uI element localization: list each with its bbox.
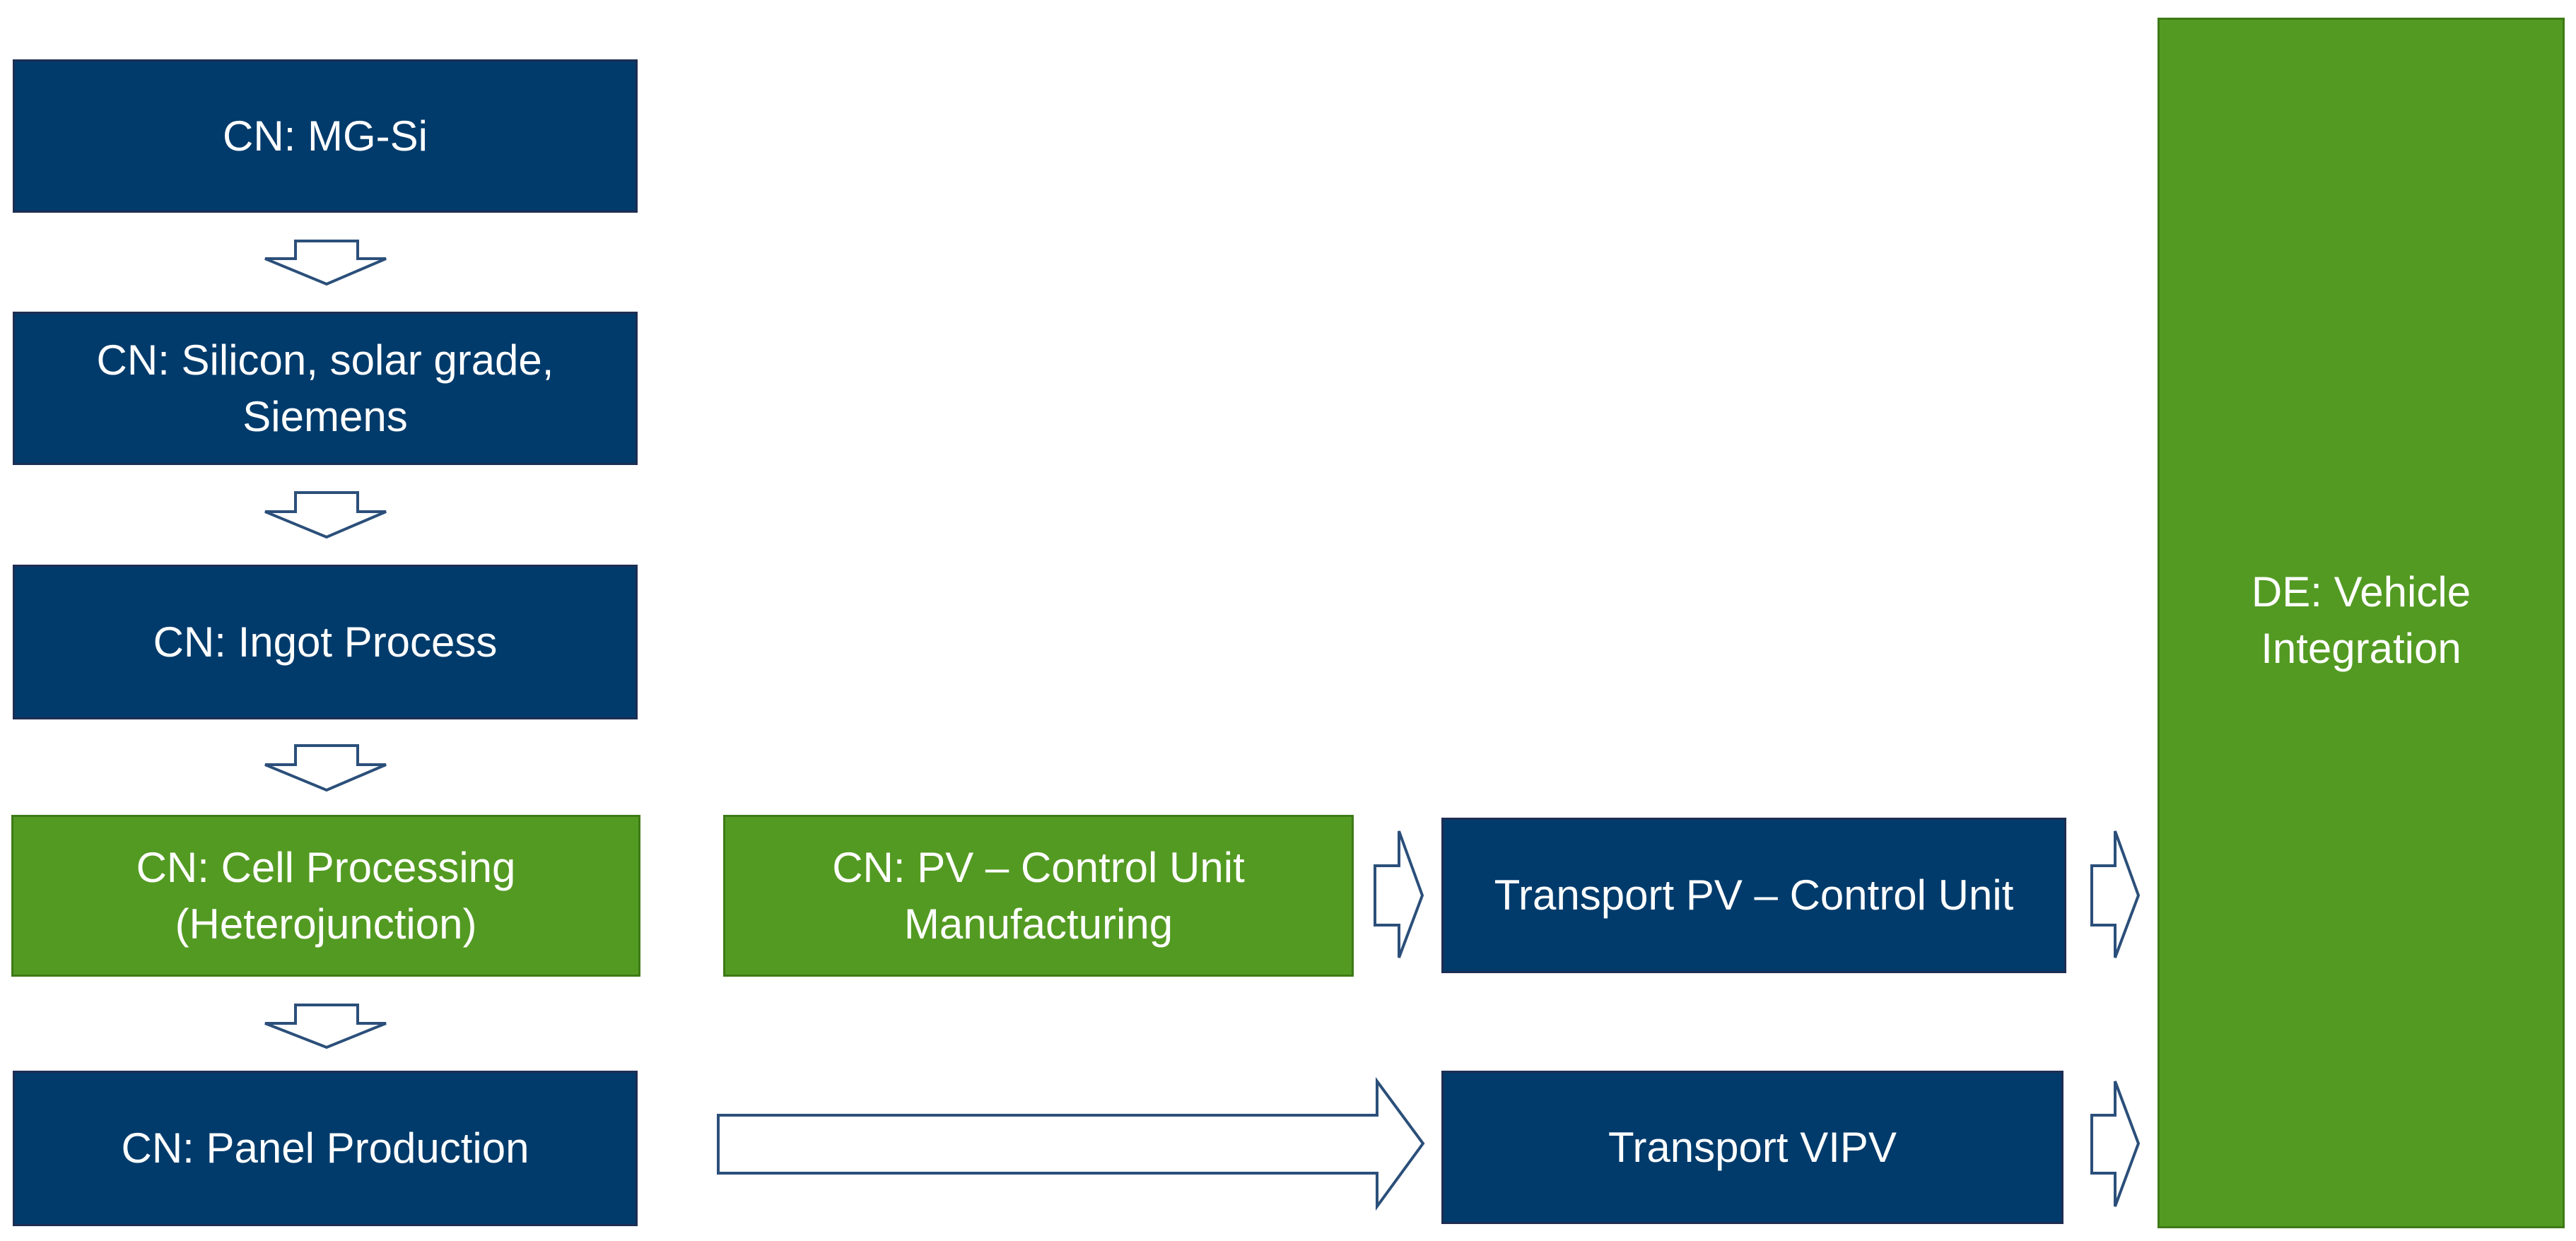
node-label: CN: Cell Processing (Heterojunction) xyxy=(136,843,516,948)
node-panel-production: CN: Panel Production xyxy=(13,1071,638,1226)
arrow-right-pv-manufacturing-to-transport xyxy=(1374,830,1424,958)
node-label: CN: Silicon, solar grade, Siemens xyxy=(96,336,554,440)
node-label: Transport VIPV xyxy=(1608,1123,1897,1171)
node-ingot-process: CN: Ingot Process xyxy=(13,565,638,719)
node-label: CN: Ingot Process xyxy=(153,618,498,666)
arrow-right-transport-pv-to-vehicle xyxy=(2090,830,2141,958)
node-label: Transport PV – Control Unit xyxy=(1494,871,2014,919)
node-pv-control-unit-manufacturing: CN: PV – Control Unit Manufacturing xyxy=(723,815,1354,977)
node-transport-vipv: Transport VIPV xyxy=(1441,1071,2063,1224)
node-mg-si: CN: MG-Si xyxy=(13,59,638,213)
arrow-right-panel-to-transport-vipv xyxy=(717,1076,1425,1211)
node-silicon-solar-grade: CN: Silicon, solar grade, Siemens xyxy=(13,312,638,465)
arrow-right-transport-vipv-to-vehicle xyxy=(2090,1081,2141,1207)
node-label: CN: PV – Control Unit Manufacturing xyxy=(832,843,1245,948)
node-label: CN: Panel Production xyxy=(121,1124,529,1172)
arrow-down-4 xyxy=(264,1004,387,1049)
node-vehicle-integration: DE: Vehicle Integration xyxy=(2158,18,2565,1228)
node-label: CN: MG-Si xyxy=(223,112,428,160)
node-transport-pv-control-unit: Transport PV – Control Unit xyxy=(1441,818,2066,973)
node-label: DE: Vehicle Integration xyxy=(2251,568,2471,672)
arrow-down-3 xyxy=(264,744,387,792)
node-cell-processing: CN: Cell Processing (Heterojunction) xyxy=(11,815,640,977)
arrow-down-2 xyxy=(264,491,387,539)
arrow-down-1 xyxy=(264,240,387,286)
